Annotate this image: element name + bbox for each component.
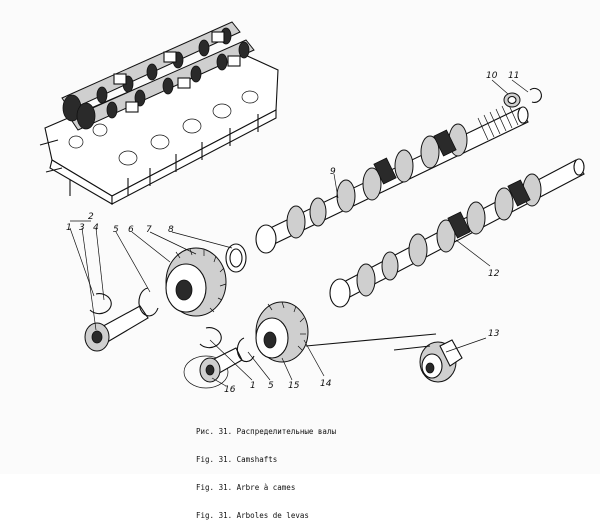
diagram-page: 2 1 3 4 5 6 7 8 9 10 11 12 13 14 15 16 1… [39,21,585,521]
bolt-16 [183,347,243,389]
callout-15: 15 [288,381,300,391]
callout-8: 8 [168,225,174,235]
callout-11: 11 [508,71,519,81]
caption-line-ru: Рис. 31. Распределительные валы [196,426,336,436]
callout-10: 10 [486,71,498,81]
callout-4: 4 [93,223,99,233]
callout-9: 9 [330,167,336,177]
camshaft-lower [329,158,585,308]
callout-16: 16 [224,385,236,395]
lock-ring-5-left [138,287,159,317]
callout-2: 2 [88,212,94,222]
callout-labels: 2 1 3 4 5 6 7 8 9 10 11 12 13 14 15 16 1… [66,71,519,395]
gear-15 [255,301,309,363]
figure-caption: Рис. 31. Распределительные валы Fig. 31.… [196,408,336,530]
callout-5-lower: 5 [268,381,274,391]
washer-1-lower [199,327,222,349]
bolt-3 [84,305,149,352]
callout-13: 13 [488,329,500,339]
caption-line-en: Fig. 31. Camshafts [196,455,278,465]
washer-1-left [89,293,112,315]
leader-lines [69,79,529,387]
caption-line-es: Fig. 31. Arboles de levas [196,511,309,521]
retaining-ring-11 [529,87,542,103]
gear-6 [165,247,227,317]
camshaft-upper [255,102,529,254]
callout-1: 1 [66,223,72,233]
callout-12: 12 [488,269,500,279]
callout-1-lower: 1 [250,381,256,391]
callout-3: 3 [79,223,85,233]
bearing-sleeve-10 [503,92,521,108]
callout-6: 6 [128,225,134,235]
cylinder-head-assembly [39,21,279,205]
spacer-ring-8 [225,243,247,273]
callout-5: 5 [113,225,119,235]
assembly-direction-line [305,333,437,351]
callout-14: 14 [320,379,332,389]
caption-line-fr: Fig. 31. Arbre à cames [196,483,296,493]
callout-7: 7 [146,225,152,235]
lock-ring-5-lower [236,337,255,363]
camshaft-exploded-diagram: 2 1 3 4 5 6 7 8 9 10 11 12 13 14 15 16 1… [39,21,585,395]
